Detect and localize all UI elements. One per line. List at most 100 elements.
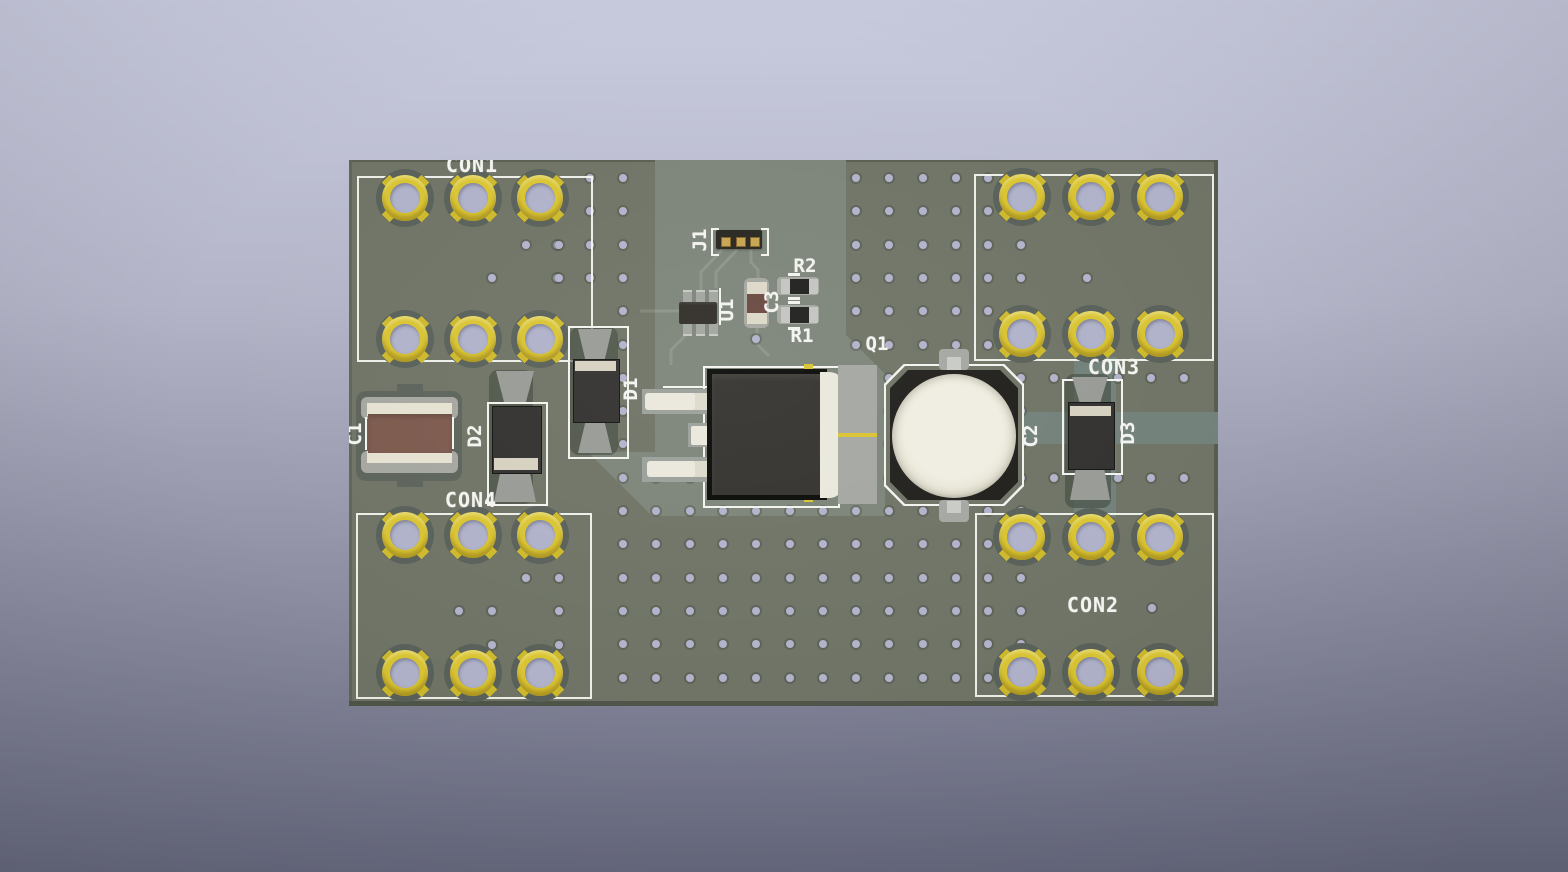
d3-fillet-bottom	[1070, 470, 1110, 500]
stitching-via	[522, 241, 530, 249]
stitching-via	[885, 307, 894, 316]
stitching-via	[852, 273, 861, 282]
silkscreen-label-con4: CON4	[444, 488, 498, 512]
stitching-via	[984, 573, 992, 582]
stitching-via	[1180, 374, 1188, 382]
stitching-via	[952, 606, 960, 615]
stitching-via	[685, 540, 694, 549]
q1-lead-bottom	[647, 461, 709, 477]
q1-tab-trace-line	[838, 433, 877, 437]
c1-body	[368, 414, 452, 453]
j1-silk-bracket-right	[761, 228, 769, 256]
stitching-via	[785, 507, 794, 515]
resistor-silk-tick	[788, 297, 800, 300]
silkscreen-label-q1: Q1	[865, 333, 889, 355]
silkscreen-label-con3: CON3	[1087, 355, 1141, 379]
pad-drill-hole	[1145, 657, 1175, 687]
stitching-via	[718, 507, 727, 515]
stitching-via	[952, 573, 960, 582]
stitching-via	[522, 574, 530, 582]
silkscreen-label-r2: R2	[793, 255, 817, 277]
stitching-via	[918, 573, 927, 582]
pad-drill-hole	[1007, 522, 1037, 552]
stitching-via	[555, 607, 563, 615]
stitching-via	[918, 207, 927, 216]
pad-drill-hole	[1145, 182, 1175, 212]
pad-drill-hole	[1076, 522, 1106, 552]
c1-silk-left	[365, 417, 367, 450]
r1-body	[790, 307, 809, 323]
d1-silk-outline	[568, 326, 629, 459]
stitching-via	[619, 473, 627, 482]
silkscreen-label-c2: C2	[1020, 424, 1042, 448]
stitching-via	[619, 174, 627, 182]
stitching-via	[885, 340, 894, 349]
u1-lead	[709, 290, 718, 303]
c2-tab-top-notch	[947, 357, 961, 370]
stitching-via	[785, 673, 794, 682]
u1-lead	[696, 290, 705, 303]
resistor-silk-tick	[788, 273, 800, 276]
stitching-via	[652, 540, 661, 549]
stitching-via	[619, 440, 627, 449]
stitching-via	[818, 507, 827, 515]
stitching-via	[918, 606, 927, 615]
stitching-via	[952, 340, 960, 349]
stitching-via	[852, 673, 861, 682]
stitching-via	[984, 307, 992, 316]
stitching-via	[918, 340, 927, 349]
q1-lead-middle	[691, 426, 709, 445]
stitching-via	[918, 673, 927, 682]
stitching-via	[619, 307, 627, 316]
stitching-via	[885, 240, 894, 249]
pad-drill-hole	[390, 324, 420, 354]
stitching-via	[619, 273, 627, 282]
d1-cathode-band	[575, 361, 616, 371]
stitching-via	[555, 641, 563, 649]
r2-cap-right	[809, 279, 818, 294]
pad-drill-hole	[1076, 657, 1106, 687]
stitching-via	[818, 640, 827, 649]
pad-drill-hole	[458, 520, 488, 550]
r2-cap-left	[781, 279, 790, 294]
stitching-via	[852, 207, 861, 216]
stitching-via	[555, 241, 563, 249]
stitching-via	[918, 307, 927, 316]
u1-silk-line	[719, 288, 721, 325]
pad-drill-hole	[525, 520, 555, 550]
stitching-via	[488, 641, 496, 649]
stitching-via	[785, 540, 794, 549]
pad-drill-hole	[458, 658, 488, 688]
stitching-via	[619, 573, 627, 582]
stitching-via	[852, 606, 861, 615]
pad-drill-hole	[525, 183, 555, 213]
c3-terminal-bottom	[747, 313, 767, 324]
stitching-via	[885, 207, 894, 216]
stitching-via	[718, 540, 727, 549]
r1-cap-left	[781, 307, 790, 323]
stitching-via	[952, 240, 960, 249]
stitching-via	[852, 240, 861, 249]
stitching-via	[952, 174, 960, 182]
q1-lead-top	[645, 393, 709, 410]
stitching-via	[984, 240, 992, 249]
silkscreen-label-r1: R1	[790, 325, 814, 347]
stitching-via	[752, 507, 761, 515]
stitching-via	[488, 607, 496, 615]
pad-drill-hole	[390, 658, 420, 688]
stitching-via	[586, 240, 594, 249]
stitching-via	[785, 573, 794, 582]
q1-silk-lead-line	[663, 386, 710, 388]
stitching-via	[984, 174, 992, 182]
stitching-via	[952, 273, 960, 282]
stitching-via	[1017, 606, 1025, 615]
stitching-via	[852, 340, 861, 349]
u1-lead	[683, 290, 692, 303]
stitching-via	[685, 507, 694, 515]
u1-lead	[709, 323, 718, 336]
stitching-via	[1050, 474, 1058, 482]
stitching-via	[818, 606, 827, 615]
stitching-via	[885, 573, 894, 582]
stitching-via	[619, 640, 627, 649]
